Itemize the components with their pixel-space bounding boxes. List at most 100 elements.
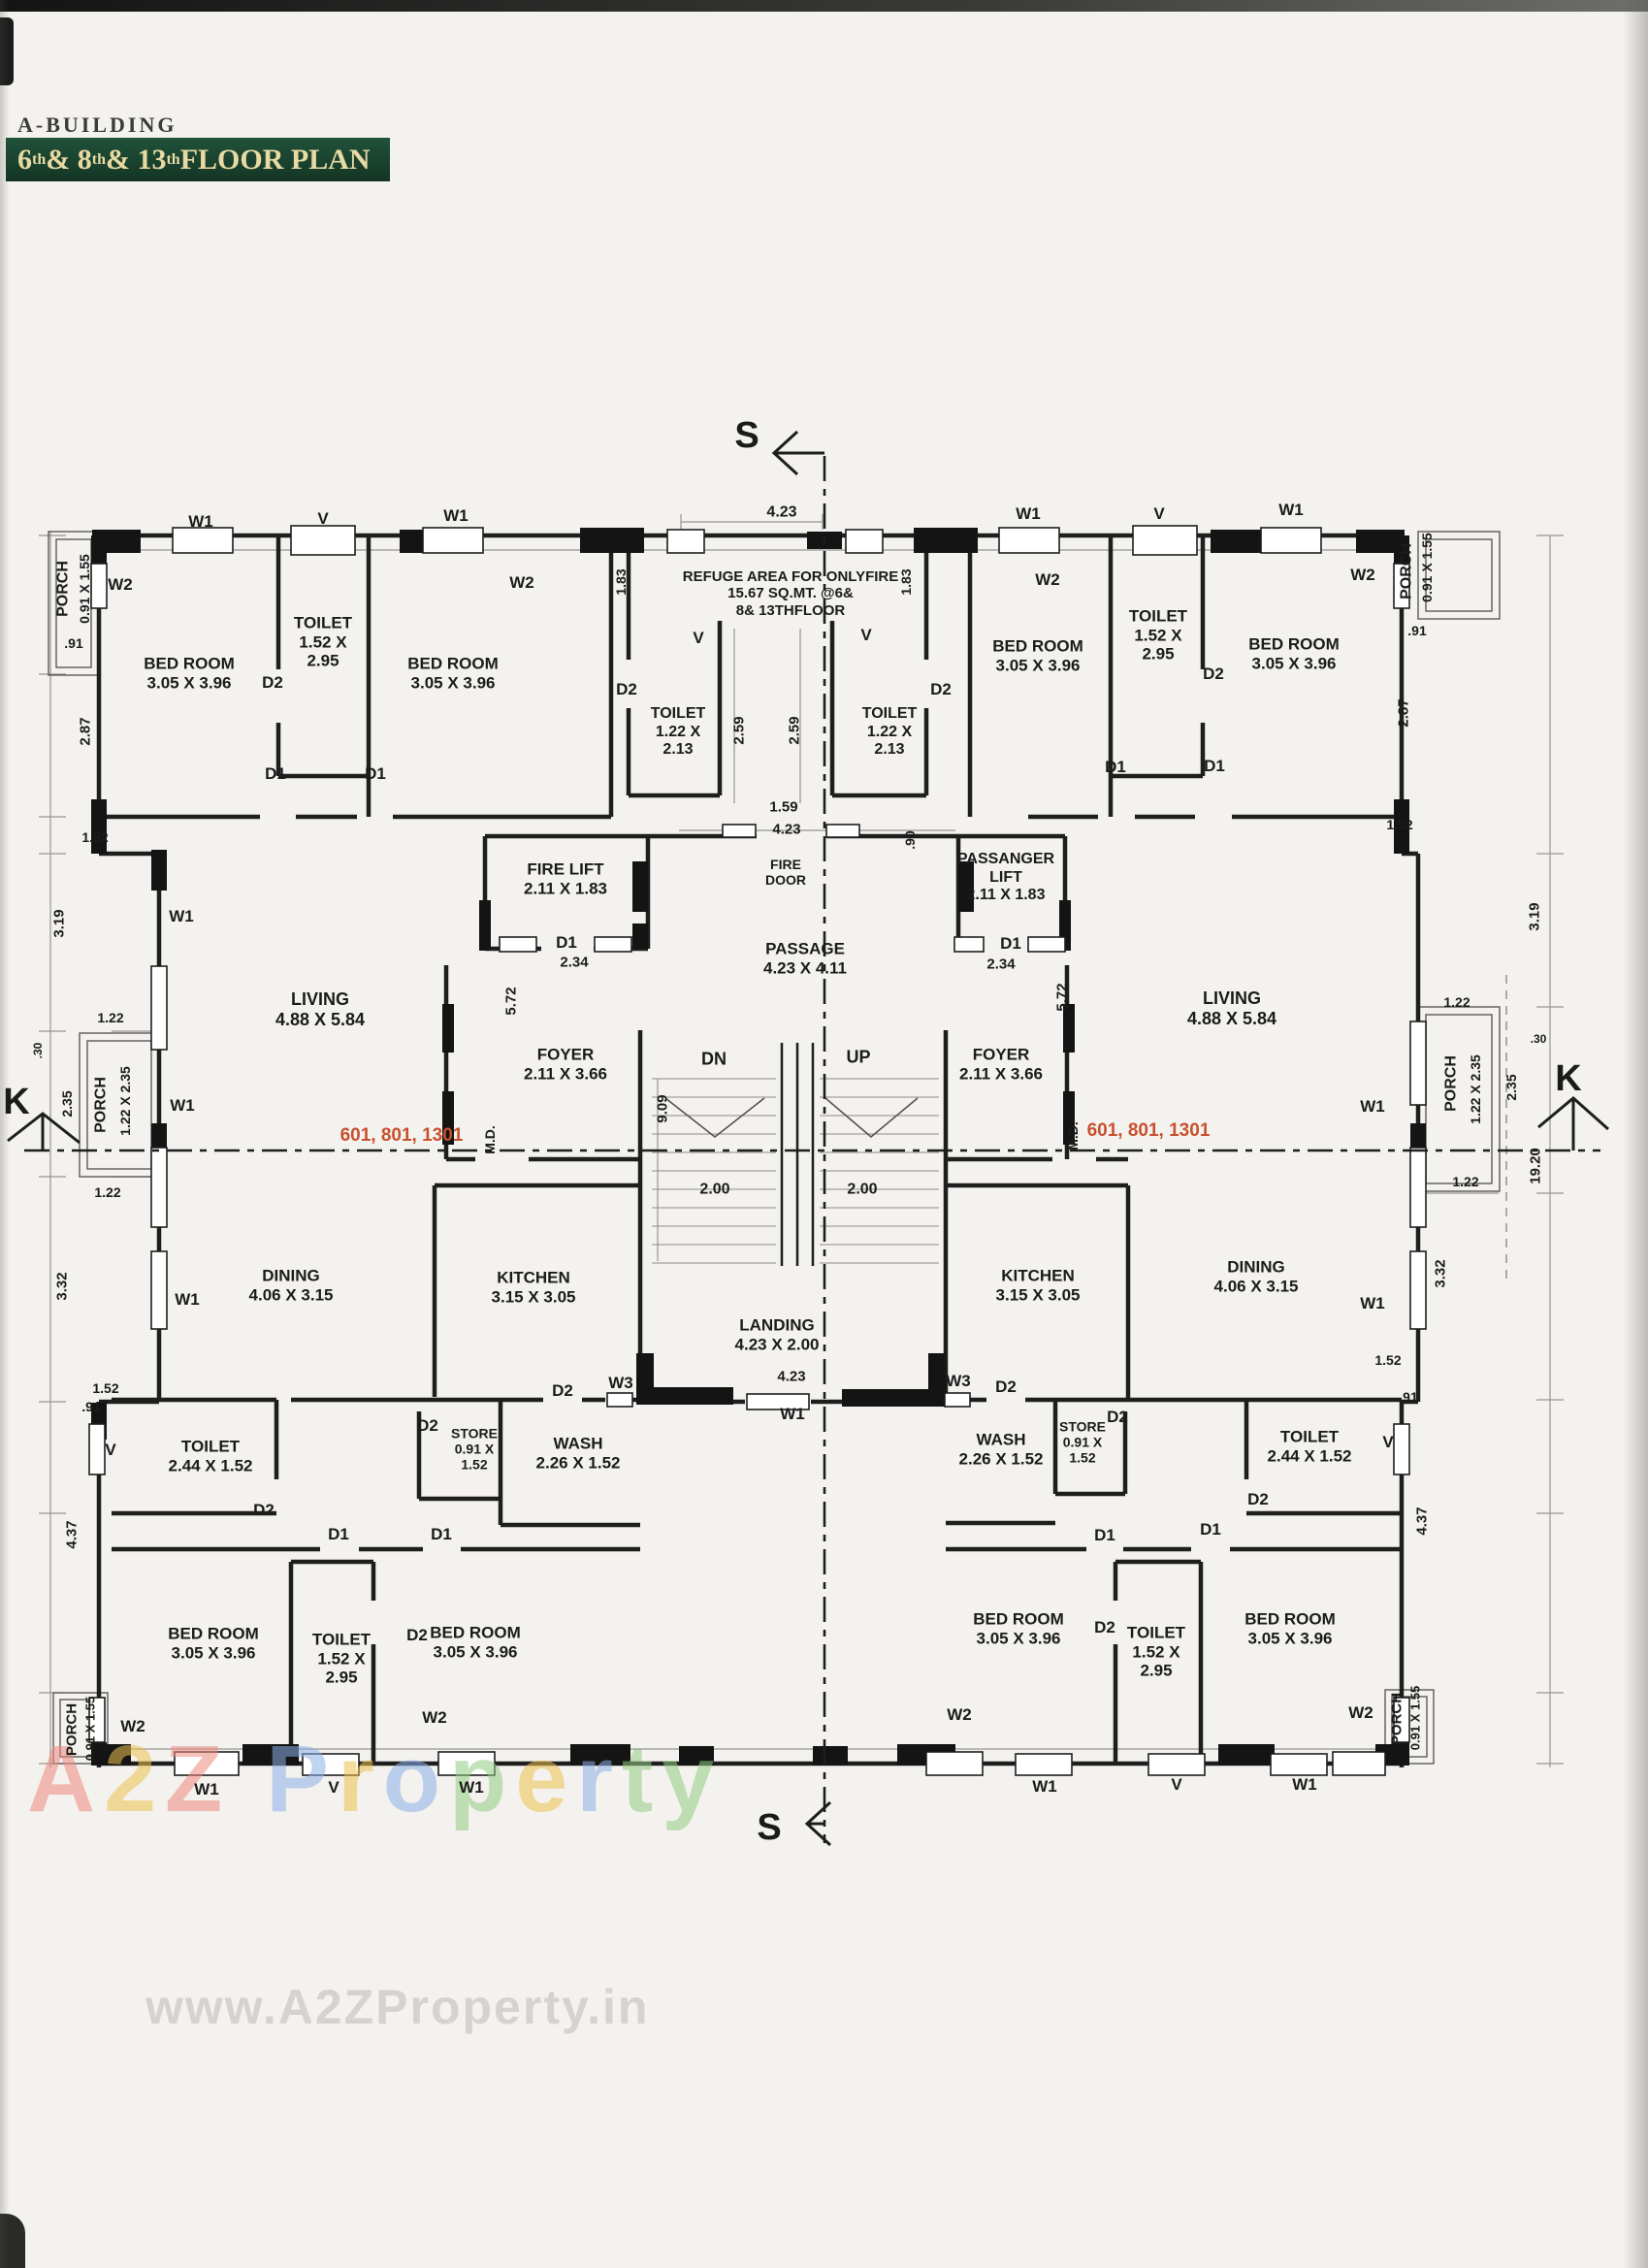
stair-treads xyxy=(652,1078,939,1264)
section-marker-s-bottom: S xyxy=(757,1806,782,1848)
section-marker-k-left: K xyxy=(3,1081,30,1122)
porch-dim: 0.91 X 1.55 xyxy=(1407,1685,1423,1751)
window-label-w1: W1 xyxy=(188,512,213,532)
dim: .30 xyxy=(31,1042,46,1059)
dim: 3.32 xyxy=(53,1272,71,1301)
unit-numbers: 601, 801, 1301 xyxy=(339,1124,464,1146)
room-label-bedroom: BED ROOM 3.05 X 3.96 xyxy=(430,1623,521,1661)
vent-label-v: V xyxy=(693,629,704,648)
window-label-w1: W1 xyxy=(459,1778,484,1798)
dim: .91 xyxy=(64,634,83,651)
door-label-d2: D2 xyxy=(406,1626,428,1645)
center-lines xyxy=(24,456,1600,1843)
vent-label-v: V xyxy=(105,1441,116,1460)
window-label-w2: W2 xyxy=(1035,570,1060,590)
dim: 4.37 xyxy=(63,1520,81,1549)
dim: 1.52 xyxy=(1386,816,1413,832)
dim: .30 xyxy=(1530,1032,1547,1047)
dim: 1.52 xyxy=(92,1379,119,1396)
porch-dim: 0.91 X 1.55 xyxy=(1418,533,1435,602)
banner-text-segment: 6 xyxy=(17,143,32,176)
porch-dim: 1.22 X 2.35 xyxy=(116,1066,133,1136)
porch-label: PORCH xyxy=(1442,1055,1460,1112)
vent-label-v: V xyxy=(1382,1433,1394,1452)
banner-text-segment: th xyxy=(32,150,47,168)
windows xyxy=(88,525,1427,1776)
porch-outlines xyxy=(48,531,1501,1765)
banner-text-segment: & 8 xyxy=(46,143,92,176)
fire-door-note: FIRE DOOR xyxy=(765,856,806,888)
dim: 4.37 xyxy=(1413,1507,1431,1536)
porch-dim: 1.22 X 2.35 xyxy=(1467,1054,1483,1124)
dim: 1.59 xyxy=(769,798,798,816)
door-label-d1: D1 xyxy=(328,1525,349,1544)
window-label-w3: W3 xyxy=(946,1372,971,1391)
door-label-d2: D2 xyxy=(995,1377,1017,1397)
md-label: M.D. xyxy=(481,1125,498,1154)
door-label-d2: D2 xyxy=(1094,1618,1115,1637)
window-label-w1: W1 xyxy=(1292,1775,1317,1795)
room-label-bedroom: BED ROOM 3.05 X 3.96 xyxy=(973,1609,1064,1647)
window-label-w2: W2 xyxy=(108,575,133,595)
window-label-w2: W2 xyxy=(509,573,534,593)
dim: 2.35 xyxy=(1503,1074,1519,1101)
door-label-d2: D2 xyxy=(253,1501,275,1520)
stair-label-up: UP xyxy=(846,1047,871,1067)
dim: 2.34 xyxy=(560,954,589,971)
room-label-bedroom: BED ROOM 3.05 X 3.96 xyxy=(992,636,1083,674)
dim: 2.34 xyxy=(986,956,1016,973)
room-label-living: LIVING 4.88 X 5.84 xyxy=(1186,988,1277,1028)
vent-label-v: V xyxy=(860,626,872,645)
window-label-w1: W1 xyxy=(175,1290,200,1310)
room-label-wash: WASH 2.26 X 1.52 xyxy=(535,1434,621,1472)
door-label-d2: D2 xyxy=(1203,664,1224,684)
window-label-w2: W2 xyxy=(1348,1703,1373,1723)
door-label-d1: D1 xyxy=(1000,934,1021,954)
room-label-toilet: TOILET 1.52 X 2.95 xyxy=(293,613,353,670)
room-label-toilet: TOILET 2.44 X 1.52 xyxy=(168,1437,253,1474)
window-label-w1: W1 xyxy=(1360,1294,1385,1313)
door-label-d1: D1 xyxy=(1204,757,1225,776)
dim: 4.23 xyxy=(777,1368,806,1385)
room-label-bedroom: BED ROOM 3.05 X 3.96 xyxy=(1244,1609,1336,1647)
dim: 2.87 xyxy=(1395,698,1412,728)
vent-label-v: V xyxy=(1153,504,1165,524)
dim: 2.00 xyxy=(699,1181,730,1198)
window-label-w1: W1 xyxy=(1278,501,1304,520)
dim: .91 xyxy=(1399,1388,1418,1405)
room-label-fire-lift: FIRE LIFT 2.11 X 1.83 xyxy=(523,859,608,897)
room-label-toilet: TOILET 1.22 X 2.13 xyxy=(861,705,918,759)
dim: 1.22 xyxy=(97,1009,124,1025)
room-label-store: STORE 0.91 X 1.52 xyxy=(451,1425,498,1474)
room-label-kitchen: KITCHEN 3.15 X 3.05 xyxy=(995,1266,1081,1304)
porch-label: PORCH xyxy=(63,1702,81,1757)
vent-label-v: V xyxy=(317,509,329,529)
dim: .91 xyxy=(1407,622,1427,638)
dim: 2.35 xyxy=(58,1090,75,1118)
porch-dim: 0.91 X 1.55 xyxy=(76,554,92,624)
section-marker-k-right: K xyxy=(1555,1057,1582,1099)
window-label-w1: W1 xyxy=(170,1096,195,1116)
room-label-wash: WASH 2.26 X 1.52 xyxy=(958,1430,1044,1468)
dim: 3.19 xyxy=(50,909,68,938)
dim: 3.19 xyxy=(1526,902,1543,931)
room-label-bedroom: BED ROOM 3.05 X 3.96 xyxy=(168,1624,259,1662)
room-label-store: STORE 0.91 X 1.52 xyxy=(1059,1418,1106,1467)
dim: 2.59 xyxy=(730,716,748,745)
window-label-w1: W1 xyxy=(1032,1777,1057,1797)
dim: 2.87 xyxy=(77,717,94,746)
door-label-d2: D2 xyxy=(930,680,952,699)
room-label-landing: LANDING 4.23 X 2.00 xyxy=(734,1315,820,1353)
door-label-d2: D2 xyxy=(417,1416,438,1436)
section-marker-s-top: S xyxy=(734,414,759,456)
door-label-d1: D1 xyxy=(431,1525,452,1544)
room-label-kitchen: KITCHEN 3.15 X 3.05 xyxy=(491,1268,576,1306)
room-label-toilet: TOILET 2.44 X 1.52 xyxy=(1267,1427,1352,1465)
md-label: M.D. xyxy=(1064,1121,1081,1150)
refuge-note: REFUGE AREA FOR ONLYFIRE 15.67 SQ.MT. @6… xyxy=(682,567,899,619)
banner-text-segment: th xyxy=(166,150,180,168)
room-label-foyer: FOYER 2.11 X 3.66 xyxy=(523,1045,608,1083)
